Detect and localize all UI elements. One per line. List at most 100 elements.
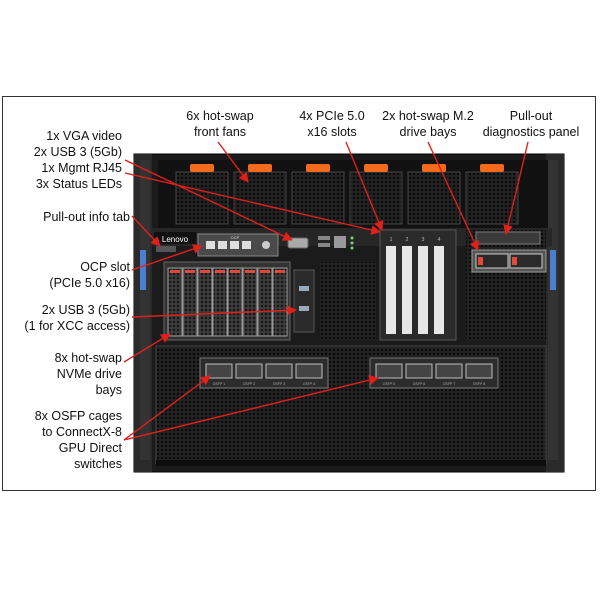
front-io-ports (287, 236, 354, 250)
pcie-slot-area: 1 2 3 4 (379, 229, 457, 341)
nvme-bay-latch[interactable] (260, 270, 270, 273)
arrow-vga (124, 159, 293, 241)
osfp-label: OSFP 3 (273, 382, 285, 386)
pcie-slot-3[interactable] (418, 246, 428, 334)
osfp-cage-2[interactable] (235, 363, 263, 379)
callout-ocp-slot: OCP slot (PCIe 5.0 x16) (49, 260, 130, 290)
m2-drive-bay-1[interactable] (475, 253, 509, 269)
ocp-port[interactable] (242, 241, 251, 249)
pull-out-info-tab[interactable] (156, 246, 176, 252)
front-fan-6[interactable] (465, 164, 519, 225)
arrow-info-tab (131, 215, 161, 247)
vga-port[interactable] (287, 237, 309, 249)
pcie-slot-1[interactable] (386, 246, 396, 334)
osfp-label: OSFP 4 (303, 382, 315, 386)
ocp-port[interactable] (230, 241, 239, 249)
nvme-bay-5[interactable] (227, 267, 243, 337)
arrow-osfp-right (123, 375, 379, 441)
brand-logo-text: Lenovo (162, 235, 189, 244)
nvme-bay-7[interactable] (257, 267, 273, 337)
m2-latch[interactable] (512, 257, 517, 265)
osfp-label: OSFP 5 (383, 382, 395, 386)
callout-arrows (123, 141, 529, 441)
callout-vga-usb-mgmt: 1x VGA video 2x USB 3 (5Gb) 1x Mgmt RJ45… (33, 129, 122, 191)
arrow-mgmt-leds (124, 172, 381, 235)
nvme-bay-latch[interactable] (170, 270, 180, 273)
arrow-diag (503, 141, 529, 235)
arrow-nvme (123, 333, 171, 363)
front-fan-1[interactable] (175, 164, 229, 225)
callout-m2-bays: 2x hot-swap M.2 drive bays (382, 109, 474, 139)
arrow-osfp-left (123, 375, 211, 441)
status-led (350, 241, 354, 245)
osfp-cage-5[interactable] (375, 363, 403, 379)
callout-front-fans: 6x hot-swap front fans (186, 109, 254, 139)
fan-release-tab[interactable] (364, 164, 388, 172)
fan-release-tab[interactable] (306, 164, 330, 172)
usb-port-top-1[interactable] (318, 236, 330, 240)
arrow-ocp (131, 244, 203, 271)
nvme-bay-8[interactable] (272, 267, 288, 337)
ocp-port[interactable] (206, 241, 215, 249)
lenovo-badge (154, 232, 196, 244)
diagnostics-panel[interactable] (475, 231, 541, 245)
nvme-bay-3[interactable] (197, 267, 213, 337)
usb-port[interactable] (299, 306, 309, 311)
usb-port-top-2[interactable] (318, 243, 330, 247)
ocp-tag: OCP (231, 235, 240, 240)
m2-drive-bay-2[interactable] (509, 253, 543, 269)
nvme-bay-1[interactable] (167, 267, 183, 337)
m2-and-diagnostics (466, 230, 547, 340)
status-led (350, 246, 354, 250)
arrow-fans (217, 141, 249, 183)
osfp-cage-8[interactable] (465, 363, 493, 379)
m2-latch[interactable] (478, 257, 483, 265)
blue-rail-right (550, 250, 556, 290)
nvme-bay-latch[interactable] (230, 270, 240, 273)
nvme-bay-latch[interactable] (275, 270, 285, 273)
arrow-m2 (427, 141, 479, 251)
callout-pcie-slots: 4x PCIe 5.0 x16 slots (299, 109, 365, 139)
status-led (350, 236, 354, 240)
front-fan-5[interactable] (407, 164, 461, 225)
fan-release-tab[interactable] (480, 164, 504, 172)
pcie-slot-2[interactable] (402, 246, 412, 334)
fan-release-tab[interactable] (248, 164, 272, 172)
pcie-slot-number: 3 (422, 237, 425, 243)
mgmt-rj45-port[interactable] (334, 236, 346, 248)
ocp-port[interactable] (218, 241, 227, 249)
callout-usb-xcc: 2x USB 3 (5Gb) (1 for XCC access) (24, 303, 130, 333)
osfp-cage-1[interactable] (205, 363, 233, 379)
nvme-bay-latch[interactable] (245, 270, 255, 273)
nvme-drive-cage (163, 261, 291, 341)
ocp-thumbscrew[interactable] (262, 241, 270, 249)
nvme-bay-2[interactable] (182, 267, 198, 337)
nvme-bay-latch[interactable] (215, 270, 225, 273)
fan-release-tab[interactable] (190, 164, 214, 172)
osfp-cage-4[interactable] (295, 363, 323, 379)
nvme-bay-4[interactable] (212, 267, 228, 337)
nvme-bay-6[interactable] (242, 267, 258, 337)
callout-osfp-cages: 8x OSFP cages to ConnectX-8 GPU Direct s… (34, 409, 122, 471)
front-fan-3[interactable] (291, 164, 345, 225)
callout-diagnostics-panel: Pull-out diagnostics panel (482, 109, 580, 139)
callout-info-tab: Pull-out info tab (43, 210, 130, 224)
osfp-cage-6[interactable] (405, 363, 433, 379)
fan-release-tab[interactable] (422, 164, 446, 172)
fan-bay (158, 160, 548, 228)
ocp-slot[interactable]: OCP (197, 233, 279, 257)
osfp-label: OSFP 8 (473, 382, 485, 386)
osfp-cage-3[interactable] (265, 363, 293, 379)
pcie-slot-number: 1 (390, 237, 393, 243)
gpu-tray: OSFP 1 OSFP 2 OSFP 3 OSFP 4 OSFP 5 OSFP … (155, 345, 547, 466)
osfp-label: OSFP 1 (213, 382, 225, 386)
pcie-slot-4[interactable] (434, 246, 444, 334)
osfp-cage-7[interactable] (435, 363, 463, 379)
osfp-label: OSFP 7 (443, 382, 455, 386)
center-vent (320, 262, 376, 340)
pcie-slot-number: 4 (438, 237, 441, 243)
nvme-bay-latch[interactable] (185, 270, 195, 273)
nvme-bay-latch[interactable] (200, 270, 210, 273)
usb-port-xcc[interactable] (299, 286, 309, 291)
